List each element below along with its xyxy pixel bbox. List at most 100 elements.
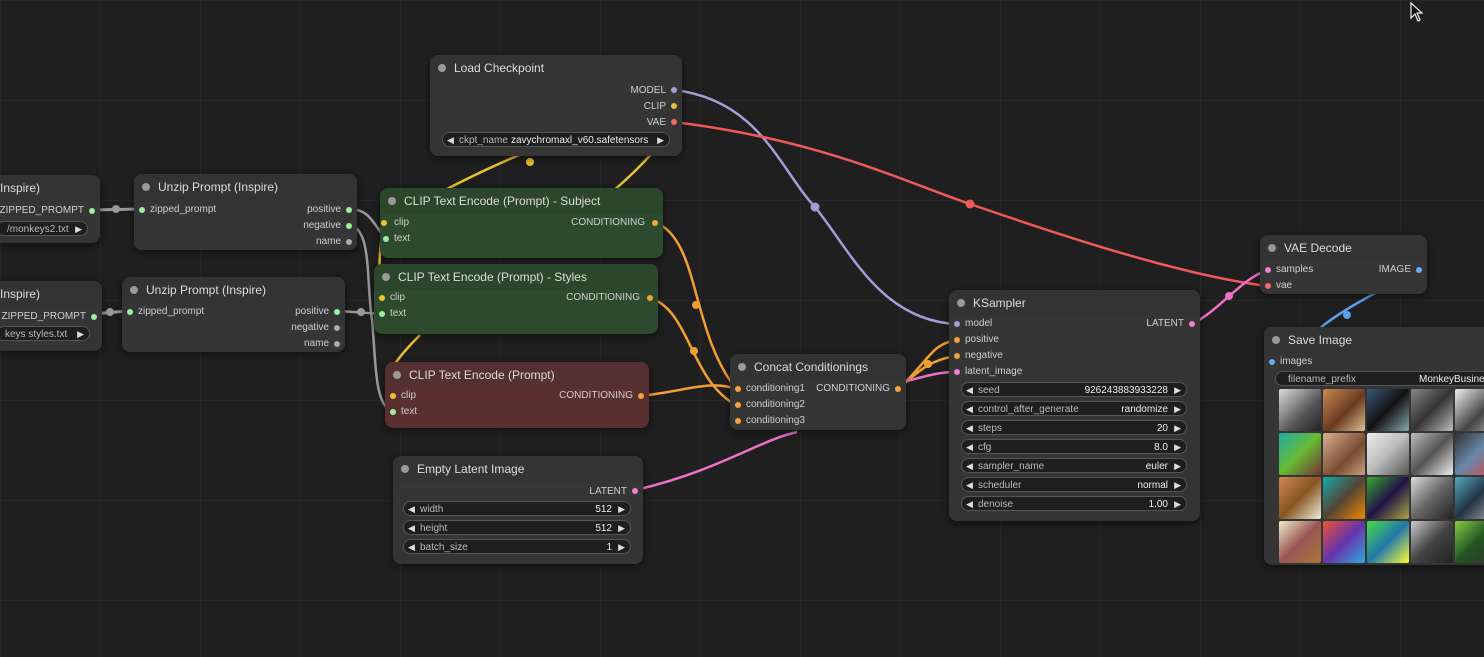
- conditioning2-input-slot[interactable]: [735, 402, 741, 408]
- vae-output-slot[interactable]: [671, 119, 677, 125]
- ksampler-node[interactable]: KSampler model positive negative latent_…: [949, 290, 1200, 521]
- arrow-right-icon[interactable]: ▶: [75, 224, 82, 234]
- output-slot[interactable]: [346, 223, 352, 229]
- arrow-right-icon[interactable]: ▶: [657, 135, 664, 145]
- arrow-right-icon[interactable]: ▶: [618, 542, 625, 552]
- model-input-slot[interactable]: [954, 321, 960, 327]
- preview-image[interactable]: [1455, 521, 1484, 563]
- model-output-slot[interactable]: [671, 87, 677, 93]
- clip-text-encode-negative-node[interactable]: CLIP Text Encode (Prompt) clip text COND…: [385, 362, 649, 428]
- clip-input-slot[interactable]: [390, 393, 396, 399]
- arrow-right-icon[interactable]: ▶: [1174, 499, 1181, 509]
- clip-text-encode-styles-node[interactable]: CLIP Text Encode (Prompt) - Styles clip …: [374, 264, 658, 334]
- preview-image[interactable]: [1279, 477, 1321, 519]
- arrow-right-icon[interactable]: ▶: [77, 329, 84, 339]
- clip-input-slot[interactable]: [379, 295, 385, 301]
- arrow-left-icon[interactable]: ◀: [408, 523, 415, 533]
- preview-image[interactable]: [1455, 433, 1484, 475]
- preview-image[interactable]: [1455, 389, 1484, 431]
- collapse-dot-icon[interactable]: [388, 197, 396, 205]
- output-slot[interactable]: [91, 314, 97, 320]
- collapse-dot-icon[interactable]: [401, 465, 409, 473]
- preview-image[interactable]: [1455, 477, 1484, 519]
- arrow-right-icon[interactable]: ▶: [618, 523, 625, 533]
- output-slot[interactable]: [89, 208, 95, 214]
- preview-image[interactable]: [1411, 477, 1453, 519]
- collapse-dot-icon[interactable]: [957, 299, 965, 307]
- collapse-dot-icon[interactable]: [393, 371, 401, 379]
- latent-input-slot[interactable]: [954, 369, 960, 375]
- conditioning3-input-slot[interactable]: [735, 418, 741, 424]
- arrow-left-icon[interactable]: ◀: [966, 404, 973, 414]
- arrow-right-icon[interactable]: ▶: [1174, 461, 1181, 471]
- load-prompt-node-1[interactable]: Inspire) ZIPPED_PROMPT /monkeys2.txt ▶: [0, 175, 100, 243]
- collapse-dot-icon[interactable]: [1268, 244, 1276, 252]
- output-slot[interactable]: [334, 309, 340, 315]
- latent-output-slot[interactable]: [1189, 321, 1195, 327]
- filename-prefix-widget[interactable]: filename_prefix MonkeyBusines: [1275, 371, 1484, 386]
- samples-input-slot[interactable]: [1265, 267, 1271, 273]
- preview-image[interactable]: [1367, 521, 1409, 563]
- arrow-right-icon[interactable]: ▶: [1174, 423, 1181, 433]
- output-slot[interactable]: [346, 239, 352, 245]
- preview-image[interactable]: [1367, 477, 1409, 519]
- conditioning-output-slot[interactable]: [647, 295, 653, 301]
- latent-output-slot[interactable]: [632, 488, 638, 494]
- preview-image[interactable]: [1411, 521, 1453, 563]
- text-input-slot[interactable]: [383, 236, 389, 242]
- arrow-left-icon[interactable]: ◀: [966, 480, 973, 490]
- preview-image[interactable]: [1279, 521, 1321, 563]
- preview-image[interactable]: [1411, 433, 1453, 475]
- unzip-prompt-node-1[interactable]: Unzip Prompt (Inspire) zipped_prompt pos…: [134, 174, 357, 250]
- arrow-left-icon[interactable]: ◀: [966, 385, 973, 395]
- arrow-left-icon[interactable]: ◀: [966, 499, 973, 509]
- save-image-node[interactable]: Save Image images filename_prefix Monkey…: [1264, 327, 1484, 565]
- arrow-right-icon[interactable]: ▶: [1174, 404, 1181, 414]
- text-input-slot[interactable]: [379, 311, 385, 317]
- positive-input-slot[interactable]: [954, 337, 960, 343]
- clip-output-slot[interactable]: [671, 103, 677, 109]
- conditioning-output-slot[interactable]: [895, 386, 901, 392]
- arrow-right-icon[interactable]: ▶: [618, 504, 625, 514]
- arrow-right-icon[interactable]: ▶: [1174, 442, 1181, 452]
- concat-conditionings-node[interactable]: Concat Conditionings conditioning1 condi…: [730, 354, 906, 430]
- preview-image[interactable]: [1323, 433, 1365, 475]
- preview-image[interactable]: [1323, 389, 1365, 431]
- preview-image[interactable]: [1411, 389, 1453, 431]
- collapse-dot-icon[interactable]: [738, 363, 746, 371]
- arrow-right-icon[interactable]: ▶: [1174, 480, 1181, 490]
- arrow-left-icon[interactable]: ◀: [408, 504, 415, 514]
- output-slot[interactable]: [334, 325, 340, 331]
- collapse-dot-icon[interactable]: [142, 183, 150, 191]
- collapse-dot-icon[interactable]: [382, 273, 390, 281]
- preview-image[interactable]: [1279, 389, 1321, 431]
- preview-image[interactable]: [1367, 389, 1409, 431]
- output-slot[interactable]: [334, 341, 340, 347]
- collapse-dot-icon[interactable]: [1272, 336, 1280, 344]
- image-output-slot[interactable]: [1416, 267, 1422, 273]
- arrow-left-icon[interactable]: ◀: [966, 442, 973, 452]
- clip-input-slot[interactable]: [381, 220, 387, 226]
- input-slot[interactable]: [127, 309, 133, 315]
- ckpt-name-widget[interactable]: ◀ ckpt_name zavychromaxl_v60.safetensors…: [442, 132, 670, 147]
- clip-text-encode-subject-node[interactable]: CLIP Text Encode (Prompt) - Subject clip…: [380, 188, 663, 258]
- vae-decode-node[interactable]: VAE Decode samples vae IMAGE: [1260, 235, 1427, 294]
- load-prompt-node-2[interactable]: Inspire) ZIPPED_PROMPT keys styles.txt ▶: [0, 281, 102, 351]
- arrow-left-icon[interactable]: ◀: [966, 461, 973, 471]
- preview-image[interactable]: [1323, 477, 1365, 519]
- load-checkpoint-node[interactable]: Load Checkpoint MODEL CLIP VAE ◀ ckpt_na…: [430, 55, 682, 156]
- preview-image[interactable]: [1279, 433, 1321, 475]
- preview-image[interactable]: [1323, 521, 1365, 563]
- arrow-left-icon[interactable]: ◀: [966, 423, 973, 433]
- images-input-slot[interactable]: [1269, 359, 1275, 365]
